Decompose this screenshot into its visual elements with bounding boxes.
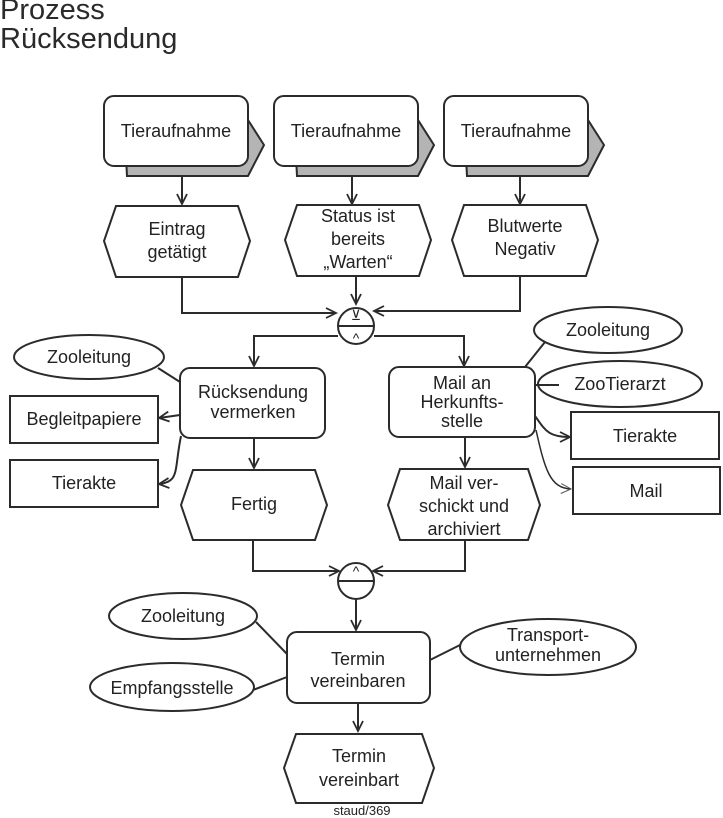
event-blutwerte-negativ[interactable]: Blutwerte Negativ [450,204,600,277]
title-line-1: Prozess [0,0,105,26]
title-line-2: Rücksendung [0,23,178,55]
event-line: Eintrag [148,219,205,239]
event-line: Mail ver- [429,473,498,493]
assoc-line [255,621,288,655]
flow-arrow [370,540,466,577]
event-mail-verschickt[interactable]: Mail ver- schickt und archiviert [386,468,542,541]
connector-xor-symbol: ⊻ [351,307,361,323]
function-termin-vereinbaren[interactable]: Termin vereinbaren [286,631,431,704]
org-unit-label: Zooleitung [566,320,650,340]
flow-arrow [157,410,181,423]
flow-arrow [156,435,182,489]
event-line: Status ist [321,206,395,226]
process-interface-2[interactable]: Tieraufnahme [273,95,436,177]
function-line: Termin [331,649,385,669]
interface-label: Tieraufnahme [291,121,401,141]
interface-label: Tieraufnahme [121,121,231,141]
event-line: bereits [331,229,385,249]
function-mail-an-herkunftsstelle[interactable]: Mail an Herkunfts- stelle [388,366,536,438]
flow-arrow [535,429,573,494]
org-unit-line: unternehmen [495,645,601,665]
org-unit-transportunternehmen[interactable]: Transport- unternehmen [459,618,637,676]
org-unit-zooleitung-left[interactable]: Zooleitung [13,334,165,380]
connector-bottom[interactable]: ^ [337,562,375,600]
org-unit-label: Empfangsstelle [110,678,233,698]
connector-and-symbol: ^ [353,563,360,579]
event-line: Negativ [494,239,555,259]
event-status-warten[interactable]: Status ist bereits „Warten“ [283,204,433,277]
assoc-line [429,644,461,661]
event-line: getätigt [147,242,206,262]
event-line: schickt und [419,496,509,516]
info-begleitpapiere[interactable]: Begleitpapiere [9,395,159,444]
diagram-title: Prozess Rücksendung [0,0,177,54]
event-line: Blutwerte [487,216,562,236]
function-line: vereinbaren [310,671,405,691]
info-mail[interactable]: Mail [572,466,721,515]
event-termin-vereinbart[interactable]: Termin vereinbart [282,733,436,804]
flow-arrow [248,335,338,369]
org-unit-label: Zooleitung [141,606,225,626]
org-unit-zootierarzt[interactable]: ZooTierarzt [537,360,703,408]
connector-top[interactable]: ⊻ ^ [337,307,375,346]
flow-arrow [181,277,339,319]
function-line: vermerken [210,402,295,422]
function-ruecksendung-vermerken[interactable]: Rücksendung vermerken [179,367,326,439]
process-interface-1[interactable]: Tieraufnahme [103,95,266,177]
event-fertig[interactable]: Fertig [179,469,329,541]
info-label: Begleitpapiere [26,409,141,429]
info-tierakte-left[interactable]: Tierakte [9,459,159,508]
info-label: Tierakte [613,426,677,446]
event-eintrag-getaetigt[interactable]: Eintrag getätigt [102,205,252,278]
assoc-line [252,676,288,691]
info-tierakte-right[interactable]: Tierakte [570,411,720,460]
event-label: Fertig [231,494,277,514]
info-label: Mail [629,481,662,501]
flow-arrow [534,415,573,443]
flow-arrow [252,540,342,577]
connector-and-symbol: ^ [353,330,360,346]
footer-credit: staud/369 [333,803,390,818]
org-unit-empfangsstelle[interactable]: Empfangsstelle [89,662,255,712]
function-line: Herkunfts- [420,392,503,412]
function-line: Mail an [433,373,491,393]
event-line: „Warten“ [323,252,392,272]
info-label: Tierakte [52,473,116,493]
interface-label: Tieraufnahme [461,121,571,141]
org-unit-zooleitung-bottom[interactable]: Zooleitung [108,592,258,640]
event-line: vereinbart [319,770,399,790]
org-unit-label: ZooTierarzt [574,374,665,394]
flow-arrow [374,335,470,369]
assoc-line [524,341,546,368]
process-interface-3[interactable]: Tieraufnahme [443,95,606,177]
event-line: Termin [332,746,386,766]
flow-arrow [371,276,521,317]
org-unit-zooleitung-right[interactable]: Zooleitung [533,306,683,354]
function-line: stelle [441,411,483,431]
org-unit-line: Transport- [507,625,589,645]
function-line: Rücksendung [198,382,308,402]
org-unit-label: Zooleitung [47,347,131,367]
event-line: archiviert [427,519,500,539]
assoc-line [157,367,181,383]
